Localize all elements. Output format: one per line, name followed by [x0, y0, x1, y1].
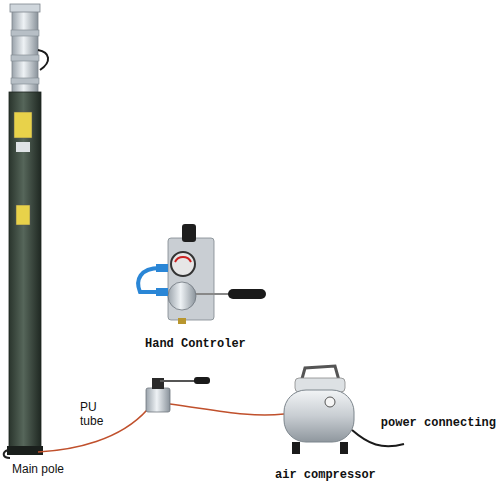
pressure-gauge — [171, 252, 195, 276]
pole-top-section — [12, 6, 38, 96]
controller-plate — [168, 238, 214, 320]
blue-fitting — [156, 288, 168, 296]
pole-collar — [11, 55, 39, 61]
compressor-foot — [340, 442, 348, 454]
pu-tube — [170, 404, 284, 415]
gauge-dial — [175, 257, 191, 262]
power-cord — [352, 430, 404, 446]
controller-outlet — [178, 318, 186, 324]
part-label: Main pole — [12, 462, 64, 476]
controller-handle — [228, 289, 266, 299]
controller-lever — [196, 293, 232, 295]
compressor-foot — [292, 442, 300, 454]
part-label: Hand Controler — [145, 337, 246, 351]
valve-cap — [152, 378, 164, 389]
valve-knob — [194, 377, 210, 384]
pole-cable — [38, 50, 48, 70]
compressor-gauge — [325, 397, 335, 407]
pole-sticker — [16, 205, 30, 225]
compressor-tank — [284, 390, 354, 442]
regulator-knob — [182, 224, 196, 242]
part-label: air compressor — [275, 468, 376, 482]
pole-collar — [11, 30, 39, 36]
part-label: PU tube — [80, 400, 103, 428]
pole-sticker — [16, 142, 30, 152]
part-label: power connecting — [381, 416, 496, 430]
blue-fitting — [156, 264, 168, 272]
pole-sticker — [14, 112, 32, 138]
pole-cap — [10, 4, 40, 12]
pole-tube — [9, 92, 41, 454]
valve-body — [146, 388, 170, 412]
pole-collar — [11, 78, 39, 84]
valve-housing — [168, 282, 196, 310]
base-cable — [4, 450, 10, 458]
pole-base — [7, 446, 43, 455]
